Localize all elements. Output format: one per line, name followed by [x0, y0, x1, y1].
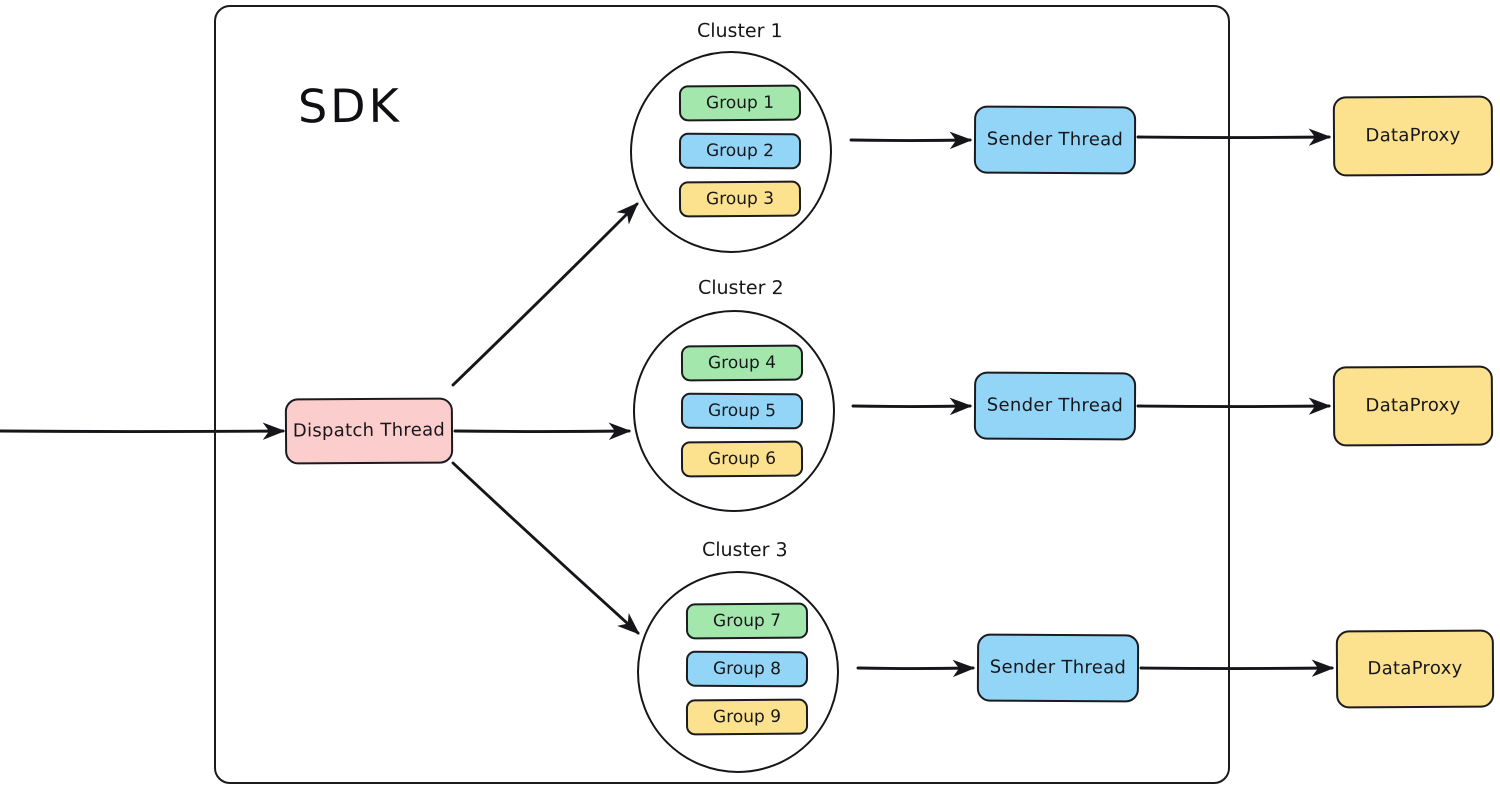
group-box-group-6[interactable]: Group 6 [680, 440, 804, 478]
sender-thread-node-2[interactable]: Sender Thread [973, 371, 1137, 441]
cluster-caption-2: Cluster 2 [697, 276, 784, 300]
sender-thread-label: Sender Thread [986, 394, 1124, 417]
cluster-ring-1 [630, 51, 832, 253]
group-label: Group 4 [707, 352, 777, 373]
group-label: Group 5 [707, 400, 777, 421]
group-box-group-2[interactable]: Group 2 [678, 132, 802, 170]
group-label: Group 3 [705, 188, 775, 209]
cluster-ring-2 [633, 310, 835, 512]
sender-thread-node-3[interactable]: Sender Thread [976, 633, 1140, 703]
dispatch-thread-label: Dispatch Thread [292, 419, 446, 442]
group-box-group-1[interactable]: Group 1 [678, 84, 802, 122]
group-box-group-9[interactable]: Group 9 [685, 698, 809, 736]
group-box-group-3[interactable]: Group 3 [678, 180, 802, 218]
sender-thread-label: Sender Thread [986, 128, 1124, 151]
cluster-caption-1: Cluster 1 [696, 19, 783, 43]
data-proxy-node-3[interactable]: DataProxy [1335, 629, 1495, 709]
cluster-caption-3: Cluster 3 [701, 538, 788, 562]
cluster-ring-3 [637, 571, 839, 773]
sdk-title: SDK [297, 78, 402, 134]
data-proxy-node-1[interactable]: DataProxy [1332, 95, 1494, 177]
group-label: Group 9 [712, 706, 782, 727]
group-box-group-4[interactable]: Group 4 [680, 344, 804, 382]
group-label: Group 1 [705, 92, 775, 113]
dispatch-thread-node[interactable]: Dispatch Thread [284, 397, 454, 465]
group-box-group-8[interactable]: Group 8 [685, 650, 809, 688]
group-box-group-5[interactable]: Group 5 [680, 392, 804, 430]
data-proxy-label: DataProxy [1365, 124, 1461, 147]
group-label: Group 6 [707, 448, 777, 469]
sdk-boundary [214, 5, 1230, 784]
group-label: Group 8 [712, 658, 782, 679]
group-label: Group 2 [705, 140, 775, 161]
data-proxy-label: DataProxy [1367, 657, 1463, 680]
sender-thread-node-1[interactable]: Sender Thread [973, 105, 1137, 175]
data-proxy-label: DataProxy [1365, 394, 1461, 417]
group-label: Group 7 [712, 610, 782, 631]
data-proxy-node-2[interactable]: DataProxy [1332, 365, 1494, 447]
group-box-group-7[interactable]: Group 7 [685, 602, 809, 640]
sender-thread-label: Sender Thread [989, 656, 1127, 679]
